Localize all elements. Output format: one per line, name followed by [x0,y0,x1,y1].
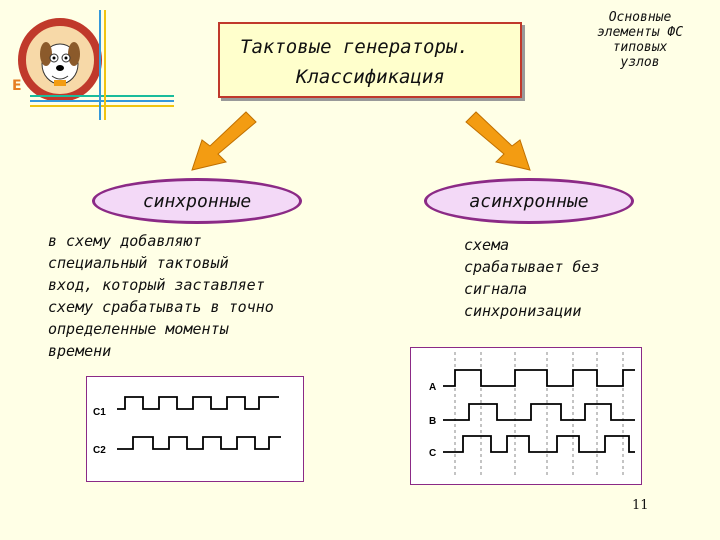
page-number: 11 [632,498,649,513]
sync-heading: синхронные [92,178,302,224]
async-heading: асинхронные [424,178,634,224]
divider-line [104,10,106,120]
arrow-right-icon [465,111,531,171]
note-text: Основные элементы ФС типовых узлов [570,10,710,70]
arrow-left-icon [191,111,257,171]
note-line: элементы ФС [596,25,684,40]
sync-description: в схему добавляют специальный тактовый в… [48,232,274,360]
note-line: типовых [612,40,668,55]
async-description: схема срабатывает без сигнала синхрониза… [464,236,600,320]
page-title: Тактовые генераторы. [240,36,469,58]
divider-line [99,10,101,120]
divider-line [30,100,174,102]
signal-label: B [429,416,436,427]
dog-logo [18,18,102,102]
sync-timing-diagram: C1 C2 [86,376,304,482]
signal-a-wave [443,369,635,387]
signal-label: A [429,382,436,393]
signal-c1-wave [117,396,279,410]
signal-b-wave [443,403,635,421]
note-line: Основные [608,10,672,25]
signal-c-wave [443,435,635,453]
note-line: узлов [620,55,660,70]
async-timing-diagram: A B C [410,347,642,485]
signal-label: C1 [93,407,106,418]
divider-line [30,105,174,107]
page-subtitle: Классификация [296,66,445,88]
signal-c2-wave [117,436,281,450]
sync-waveforms: C1 C2 [93,396,281,456]
signal-label: C2 [93,445,106,456]
title-box: Тактовые генераторы. Классификация [218,22,522,98]
logo-letter: E [12,78,22,94]
divider-line [30,95,174,97]
signal-label: C [429,448,436,459]
async-waveforms: A B C [429,352,635,478]
